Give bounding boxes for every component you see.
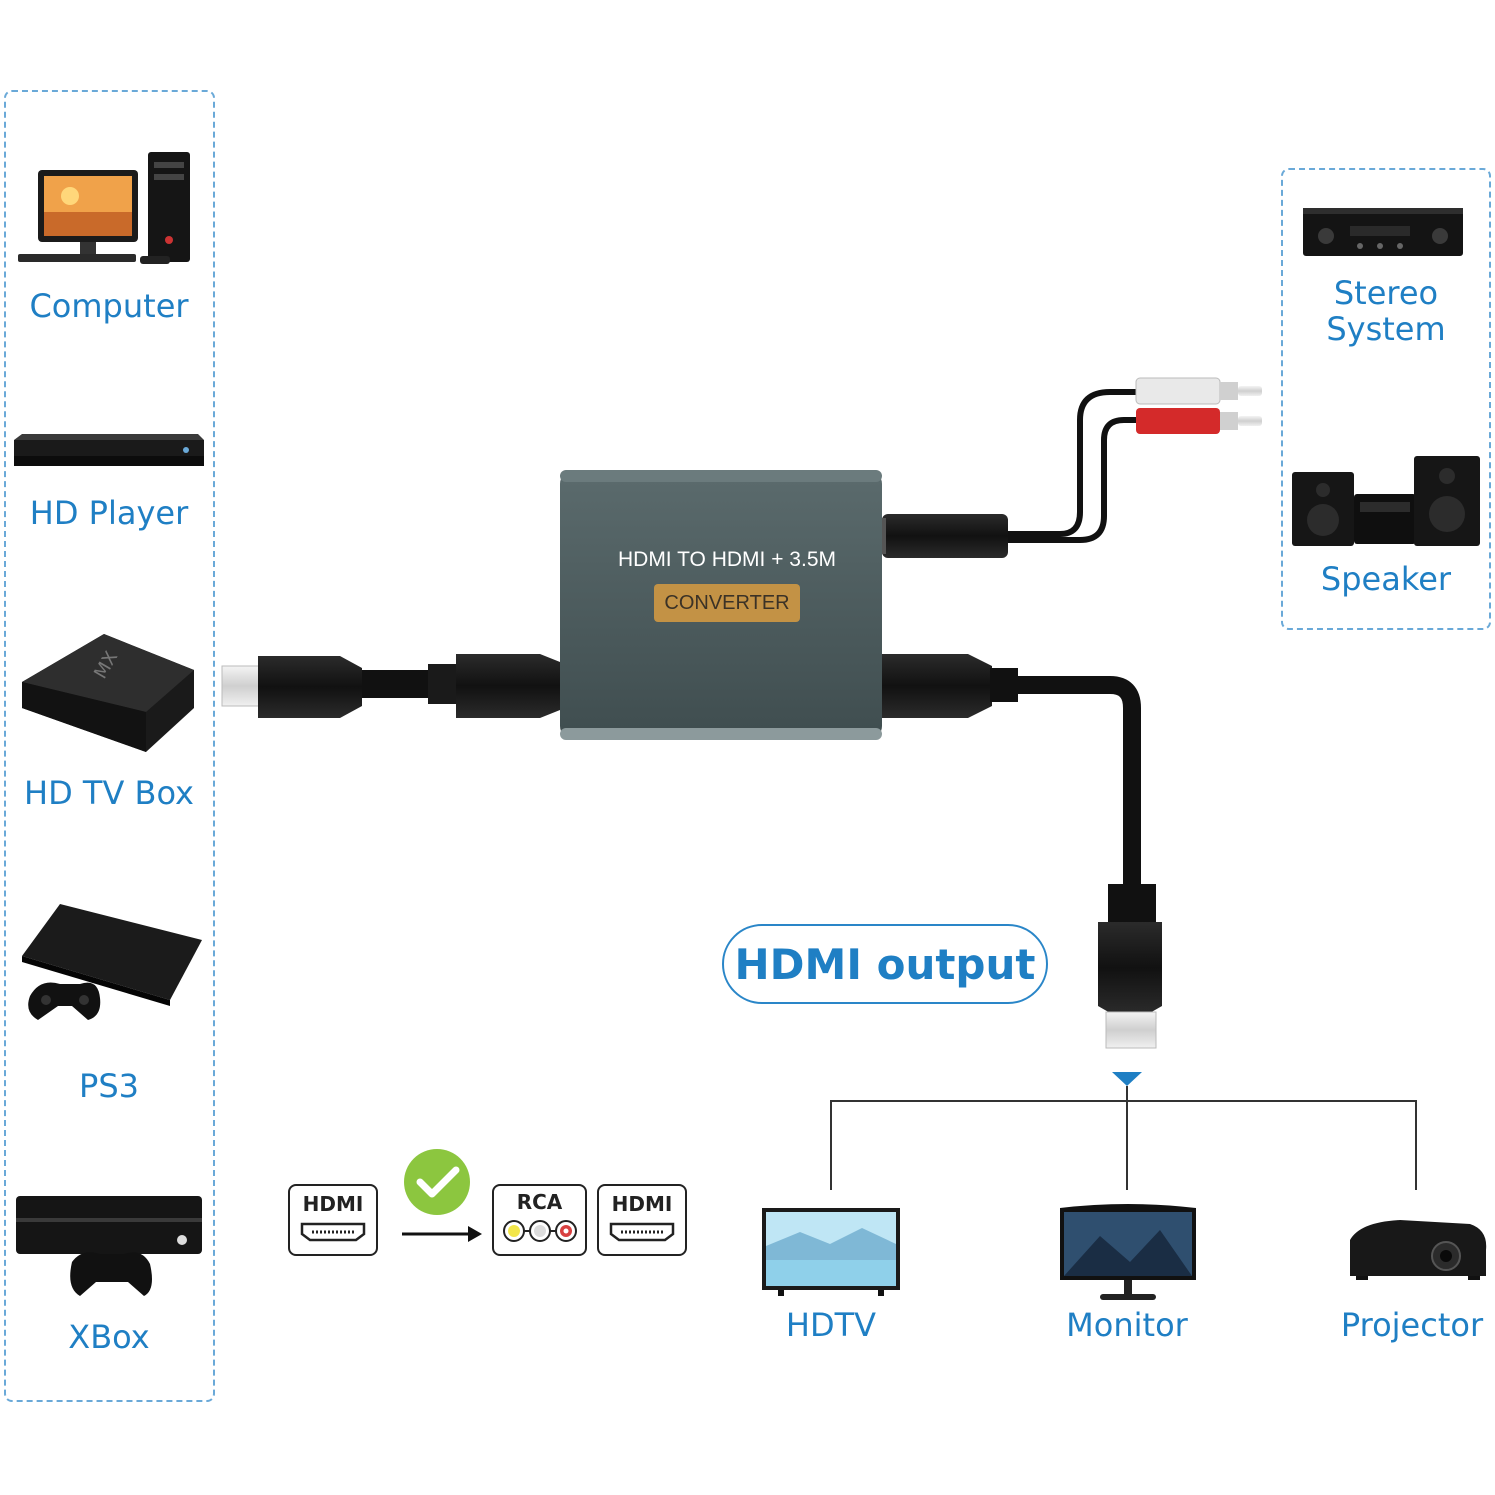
- legend-hdmi-output-label: HDMI: [611, 1192, 673, 1216]
- hdmi-output-cable: [882, 654, 1162, 1049]
- rca-jacks-icon: [502, 1220, 577, 1242]
- check-icon: [404, 1149, 470, 1215]
- output-label-monitor: Monitor: [1066, 1306, 1188, 1344]
- legend-hdmi-input-port: HDMI: [288, 1184, 378, 1256]
- audio-label-stereo-line1: Stereo: [1333, 274, 1439, 312]
- legend-hdmi-input-label: HDMI: [302, 1192, 364, 1216]
- input-devices-panel: [4, 90, 215, 1402]
- audio-label-speaker: Speaker: [1320, 560, 1452, 598]
- input-label-ps3: PS3: [79, 1067, 139, 1105]
- converter-badge-label: CONVERTER: [664, 591, 790, 614]
- legend-rca-label: RCA: [516, 1190, 563, 1214]
- audio-jack-plug: [878, 514, 1008, 558]
- input-label-hd-player: HD Player: [29, 494, 189, 532]
- input-label-computer: Computer: [29, 287, 189, 325]
- input-label-hd-tv-box: HD TV Box: [24, 774, 194, 812]
- stereo-system-icon: [1303, 208, 1463, 256]
- speaker-icon: [1292, 456, 1480, 546]
- hdtv-icon: [762, 1208, 900, 1296]
- output-distribution-lines: [830, 1072, 1417, 1190]
- legend-hdmi-output-port: HDMI: [597, 1184, 687, 1256]
- legend-rca-port: RCA: [492, 1184, 587, 1256]
- input-label-xbox: XBox: [68, 1318, 150, 1356]
- hdmi-input-cable: [221, 654, 560, 718]
- monitor-icon: [1060, 1204, 1196, 1300]
- projector-icon: [1350, 1220, 1487, 1280]
- hdmi-port-icon: [300, 1222, 366, 1242]
- hdmi-port-icon: [609, 1222, 675, 1242]
- output-label-projector: Projector: [1340, 1306, 1484, 1344]
- tv-box-icon: MX: [22, 634, 194, 752]
- rca-audio-cable: [1008, 377, 1262, 543]
- xbox-icon: [16, 1196, 202, 1296]
- converter-title: HDMI TO HDMI + 3.5M: [617, 548, 836, 571]
- hd-player-icon: [14, 434, 204, 466]
- ps3-icon: [22, 904, 202, 1020]
- computer-icon: [18, 152, 190, 264]
- hdmi-output-label: HDMI output: [722, 924, 1048, 1004]
- converter-badge: CONVERTER: [654, 584, 800, 622]
- output-label-hdtv: HDTV: [785, 1306, 877, 1344]
- audio-label-stereo-line2: System: [1326, 310, 1446, 348]
- legend-arrow: [402, 1226, 482, 1242]
